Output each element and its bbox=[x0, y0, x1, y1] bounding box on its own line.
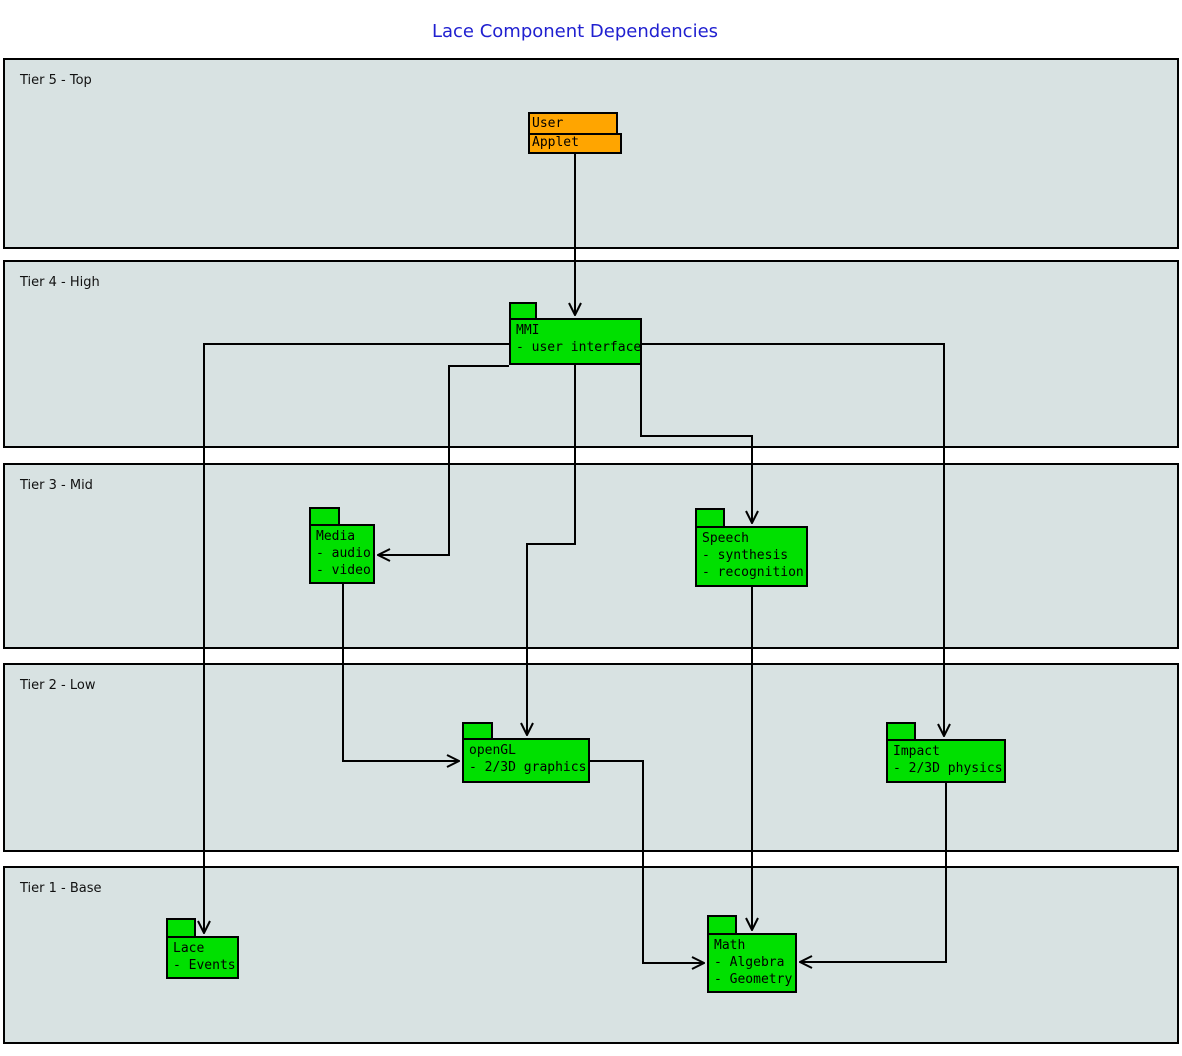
component-body bbox=[528, 133, 622, 154]
component-title: Lace bbox=[173, 941, 205, 956]
component-media: Media - audio - video bbox=[309, 507, 375, 584]
component-body: Impact - 2/3D physics bbox=[886, 739, 1006, 783]
component-lace: Lace - Events bbox=[166, 918, 239, 979]
component-title: Impact bbox=[893, 744, 940, 759]
diagram-title: Lace Component Dependencies bbox=[431, 21, 719, 42]
component-opengl: openGL - 2/3D graphics bbox=[462, 722, 590, 783]
component-item: - audio bbox=[316, 546, 371, 561]
component-tab: User Applet bbox=[528, 112, 618, 150]
component-tab bbox=[886, 722, 916, 739]
component-tab bbox=[462, 722, 493, 738]
component-title: Speech bbox=[702, 531, 749, 546]
tier-label: Tier 2 - Low bbox=[20, 678, 96, 693]
component-tab bbox=[695, 508, 725, 526]
component-item: - Events bbox=[173, 958, 236, 973]
component-tab bbox=[309, 507, 340, 524]
component-impact: Impact - 2/3D physics bbox=[886, 722, 1006, 783]
component-body: Lace - Events bbox=[166, 936, 239, 979]
component-body: MMI - user interface bbox=[509, 318, 642, 365]
component-body: Math - Algebra - Geometry bbox=[707, 933, 797, 993]
tier-band-3: Tier 3 - Mid bbox=[3, 463, 1179, 649]
component-item: - Algebra bbox=[714, 955, 785, 970]
component-mmi: MMI - user interface bbox=[509, 302, 642, 365]
component-item: - user interface bbox=[516, 340, 642, 355]
tier-label: Tier 5 - Top bbox=[20, 73, 92, 88]
component-item: - 2/3D physics bbox=[893, 761, 1003, 776]
component-tab bbox=[166, 918, 196, 936]
tier-band-4: Tier 4 - High bbox=[3, 260, 1179, 448]
component-title: openGL bbox=[469, 743, 516, 758]
component-tab bbox=[509, 302, 537, 318]
component-title: Math bbox=[714, 938, 746, 953]
tier-label: Tier 4 - High bbox=[20, 275, 100, 290]
component-item: - recognition bbox=[702, 565, 804, 580]
component-body: Media - audio - video bbox=[309, 524, 375, 584]
component-speech: Speech - synthesis - recognition bbox=[695, 508, 808, 587]
component-item: - 2/3D graphics bbox=[469, 760, 587, 775]
component-math: Math - Algebra - Geometry bbox=[707, 915, 797, 993]
component-title: MMI bbox=[516, 323, 540, 338]
component-body: Speech - synthesis - recognition bbox=[695, 526, 808, 587]
component-tab bbox=[707, 915, 737, 933]
component-user-applet: User Applet bbox=[528, 112, 622, 154]
tier-label: Tier 1 - Base bbox=[20, 881, 102, 896]
component-item: - synthesis bbox=[702, 548, 789, 563]
component-body: openGL - 2/3D graphics bbox=[462, 738, 590, 783]
component-item: - video bbox=[316, 563, 371, 578]
tier-label: Tier 3 - Mid bbox=[20, 478, 93, 493]
component-title: Media bbox=[316, 529, 356, 544]
component-item: - Geometry bbox=[714, 972, 793, 987]
